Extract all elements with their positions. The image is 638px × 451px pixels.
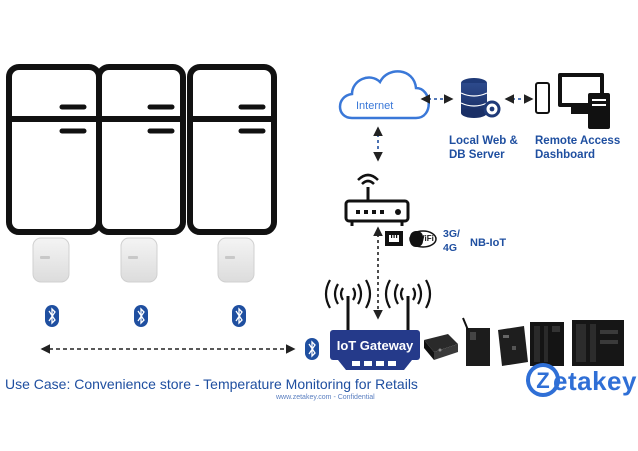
local-server-line-2: DB Server — [449, 149, 505, 161]
antenna-icon — [324, 279, 372, 332]
antenna-icon — [384, 279, 432, 332]
computer-icon — [535, 73, 610, 129]
zetakey-logo-text: etakey — [553, 366, 637, 396]
bluetooth-icon — [232, 305, 246, 327]
refrigerator-icon — [6, 64, 102, 235]
cellular-line-1: 3G/ — [443, 228, 460, 240]
hardware-device-icon — [530, 322, 564, 366]
confidential-note: www.zetakey.com - Confidential — [276, 394, 375, 401]
refrigerator-icon — [187, 64, 277, 235]
gateway-label: IoT Gateway — [337, 338, 414, 353]
refrigerator-icon — [96, 64, 186, 235]
sensor-icon — [32, 237, 70, 283]
sensor-icon — [217, 237, 255, 283]
wifi-badge-label: WiFi — [417, 234, 434, 243]
database-server-icon — [460, 78, 501, 118]
router-icon — [344, 173, 410, 226]
remote-dashboard-line-1: Remote Access — [535, 135, 621, 147]
wifi-icon — [409, 230, 437, 248]
nbiot-label: NB-IoT — [470, 237, 507, 249]
internet-label: Internet — [356, 100, 394, 112]
local-server-line-1: Local Web & — [449, 135, 518, 147]
hardware-device-icon — [462, 317, 490, 366]
zetakey-logo-icon: Z — [526, 363, 560, 397]
gateway-device-icon: IoT Gateway — [330, 330, 420, 370]
page-title: Use Case: Convenience store - Temperatur… — [5, 376, 418, 392]
hardware-device-icon — [424, 334, 458, 360]
logo-initial: Z — [536, 368, 549, 393]
bluetooth-icon — [134, 305, 148, 327]
ethernet-icon — [385, 231, 403, 246]
hardware-device-icon — [498, 326, 528, 366]
remote-dashboard-label: Remote Access Dashboard — [535, 134, 620, 162]
cellular-label: 3G/ 4G — [443, 227, 460, 255]
sensor-icon — [120, 237, 158, 283]
remote-dashboard-line-2: Dashboard — [535, 149, 596, 161]
bluetooth-icon — [305, 338, 319, 360]
bluetooth-icon — [45, 305, 59, 327]
cellular-line-2: 4G — [443, 242, 458, 254]
hardware-device-icon — [572, 320, 624, 366]
local-server-label: Local Web & DB Server — [449, 134, 518, 162]
